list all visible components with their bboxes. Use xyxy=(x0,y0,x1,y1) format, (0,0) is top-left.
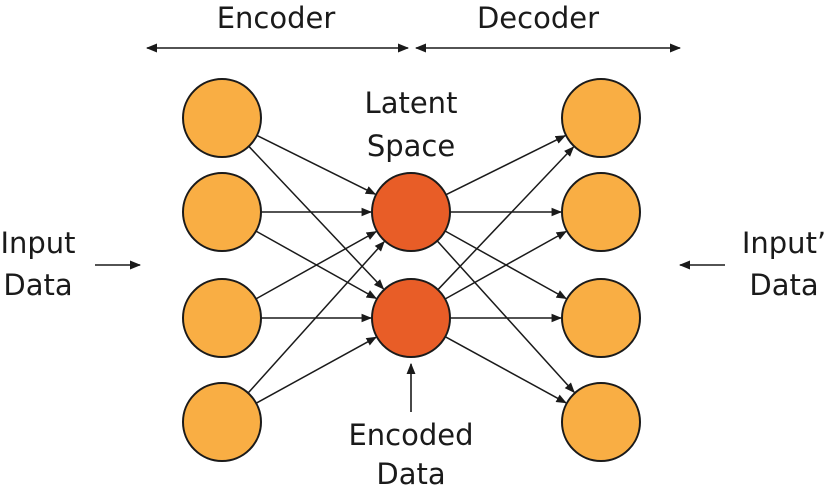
output-node xyxy=(561,382,641,462)
connection-edge xyxy=(255,230,378,300)
input-node xyxy=(182,278,262,358)
output-node xyxy=(561,278,641,358)
connection-edge xyxy=(256,134,377,195)
decoder-label: Decoder xyxy=(477,1,599,35)
input-node xyxy=(182,78,262,158)
input-node xyxy=(182,172,262,252)
input-data-label-line1: Input xyxy=(0,226,75,260)
latent-space-label-line1: Latent xyxy=(365,86,458,120)
connection-edge xyxy=(445,135,567,196)
latent-layer xyxy=(371,172,451,358)
input-node xyxy=(182,382,262,462)
latent-space-label-line2: Space xyxy=(367,129,455,163)
connection-edge xyxy=(248,145,385,290)
input-layer xyxy=(182,78,262,462)
latent-node xyxy=(371,278,451,358)
output-data-label-line2: Data xyxy=(749,268,818,302)
connection-edge xyxy=(247,240,385,394)
latent-node xyxy=(371,172,451,252)
encoded-data-label-line2: Data xyxy=(376,457,445,488)
output-data-label-line1: Input’ xyxy=(742,226,826,260)
connection-edges xyxy=(247,134,575,404)
encoder-label: Encoder xyxy=(217,1,336,35)
connection-edge xyxy=(444,336,567,404)
output-layer xyxy=(561,78,641,462)
input-data-label-line2: Data xyxy=(3,268,72,302)
output-node xyxy=(561,78,641,158)
encoded-data-label-line1: Encoded xyxy=(348,418,473,452)
connection-edge xyxy=(255,336,377,404)
connection-edge xyxy=(444,230,568,300)
output-node xyxy=(561,172,641,252)
connection-edge xyxy=(437,146,575,291)
